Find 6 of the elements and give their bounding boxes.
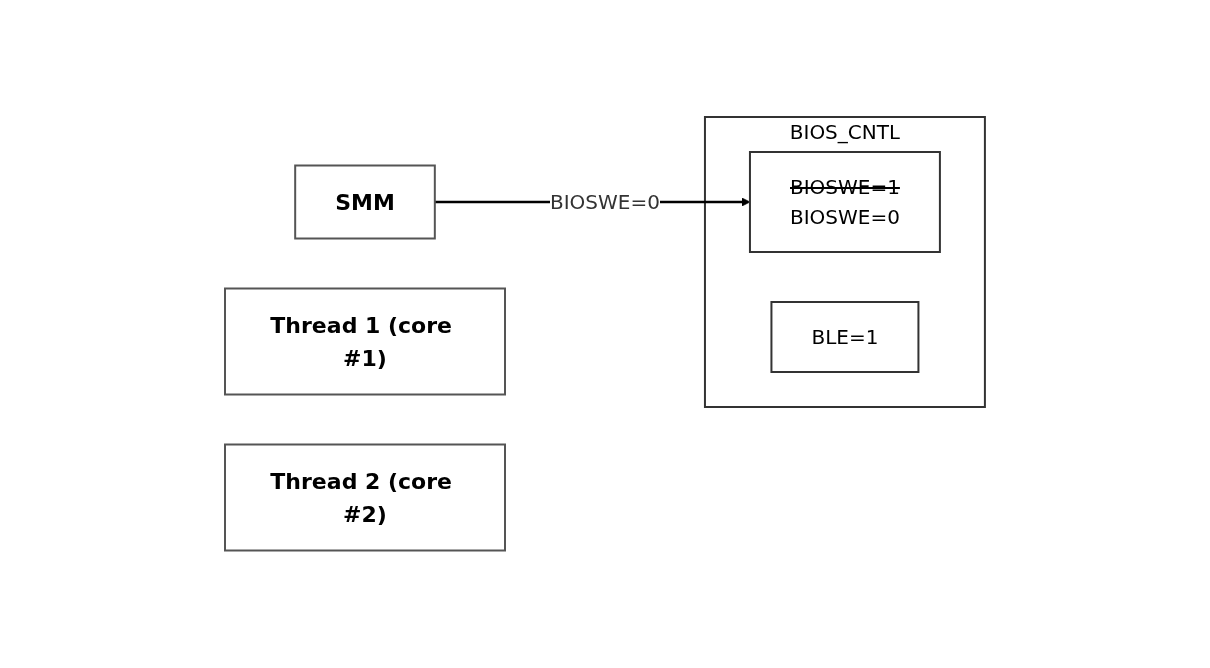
node-box: BIOSWE=1 BIOSWE=0: [749, 151, 941, 254]
node-box: SMM: [294, 164, 436, 240]
edge-label: BIOSWE=0: [550, 190, 660, 215]
node-box: Thread 2 (core #2): [224, 443, 507, 552]
node-box: BLE=1: [770, 301, 920, 374]
node-box: Thread 1 (core #1): [224, 287, 507, 396]
